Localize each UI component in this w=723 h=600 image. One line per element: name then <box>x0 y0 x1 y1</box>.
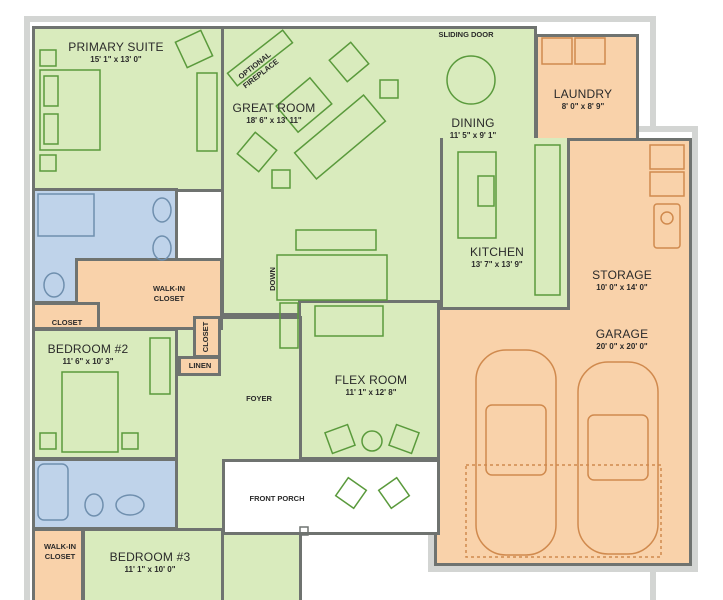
closet-line1: WALK-IN <box>152 284 186 293</box>
label-front-porch: FRONT PORCH <box>249 494 305 503</box>
room-name: BEDROOM #2 <box>47 342 129 356</box>
room-dimensions: 11' 1" x 10' 0" <box>124 565 176 574</box>
room-kitchen <box>440 138 570 310</box>
end-table-icon <box>379 79 399 99</box>
bench-icon <box>279 302 299 349</box>
nightstand-icon <box>39 154 57 172</box>
console-icon <box>295 229 377 251</box>
label-closet-2: CLOSET <box>201 321 210 353</box>
kitchen-island-icon <box>457 151 497 239</box>
room-name: LAUNDRY <box>553 87 613 101</box>
armchair-icon <box>388 423 420 455</box>
closet-line1: WALK-IN <box>43 542 77 551</box>
armchair-icon <box>324 423 356 455</box>
room-name: GARAGE <box>595 327 649 341</box>
room-dimensions: 13' 7" x 13' 9" <box>471 260 523 269</box>
room-primary-suite <box>32 26 224 192</box>
room-garage <box>434 306 692 566</box>
post-icon <box>299 526 309 536</box>
laundry-appliances <box>541 37 685 249</box>
room-name: STORAGE <box>592 268 652 282</box>
armchair-icon <box>174 29 214 69</box>
closet-line2: CLOSET <box>153 294 185 303</box>
bath-fixtures <box>37 193 172 521</box>
counter-icon <box>534 144 561 296</box>
bed-2-icon <box>61 371 119 453</box>
room-dimensions: 11' 1" x 12' 8" <box>345 388 397 397</box>
desk-icon <box>314 305 384 337</box>
dresser-icon <box>196 72 218 152</box>
label-foyer: FOYER <box>246 394 272 403</box>
dresser-icon <box>149 337 171 395</box>
coffee-table-icon <box>275 76 333 134</box>
room-name: FLEX ROOM <box>334 373 408 387</box>
label-stairs-down: DOWN <box>268 267 277 291</box>
room-dimensions: 10' 0" x 14' 0" <box>596 283 648 292</box>
room-storage <box>566 138 692 318</box>
sofa-icon <box>293 93 387 181</box>
primary-bed <box>39 69 101 151</box>
end-table-icon <box>271 169 291 189</box>
room-flex <box>298 300 440 460</box>
room-dimensions: 18' 6" x 13' 11" <box>246 116 302 125</box>
room-dimensions: 8' 0" x 8' 9" <box>561 102 605 111</box>
room-laundry <box>535 34 639 142</box>
room-name: PRIMARY SUITE <box>68 40 164 54</box>
room-name: BEDROOM #3 <box>109 550 191 564</box>
room-name: KITCHEN <box>469 245 525 259</box>
porch-chair-icon <box>334 476 411 510</box>
room-dimensions: 11' 5" x 9' 1" <box>449 131 497 140</box>
nightstand-icon <box>121 432 139 450</box>
car-icon <box>475 349 557 556</box>
closet-line2: CLOSET <box>44 552 76 561</box>
armchair-icon <box>328 41 370 83</box>
nightstand-icon <box>39 49 57 67</box>
label-closet-1: CLOSET <box>51 318 83 327</box>
room-dimensions: 11' 6" x 10' 3" <box>62 357 114 366</box>
dining-table-icon <box>446 55 496 105</box>
room-dimensions: 20' 0" x 20' 0" <box>596 342 648 351</box>
room-linen <box>178 356 221 376</box>
nightstand-icon <box>39 432 57 450</box>
stairs-icon <box>276 254 388 301</box>
room-front-porch <box>222 459 440 535</box>
room-closet-2 <box>193 316 221 358</box>
armchair-icon <box>236 131 278 173</box>
parking-outline <box>465 464 662 558</box>
room-name: GREAT ROOM <box>232 101 316 115</box>
side-table-icon <box>361 430 383 452</box>
room-name: DINING <box>451 116 495 130</box>
sink-icon <box>477 175 495 207</box>
room-dimensions: 15' 1" x 13' 0" <box>90 55 142 64</box>
car-icon <box>577 361 659 555</box>
fireplace-icon <box>226 29 294 87</box>
room-bedroom-3 <box>82 528 224 600</box>
label-sliding-door: SLIDING DOOR <box>438 30 494 39</box>
label-linen: LINEN <box>188 361 212 370</box>
